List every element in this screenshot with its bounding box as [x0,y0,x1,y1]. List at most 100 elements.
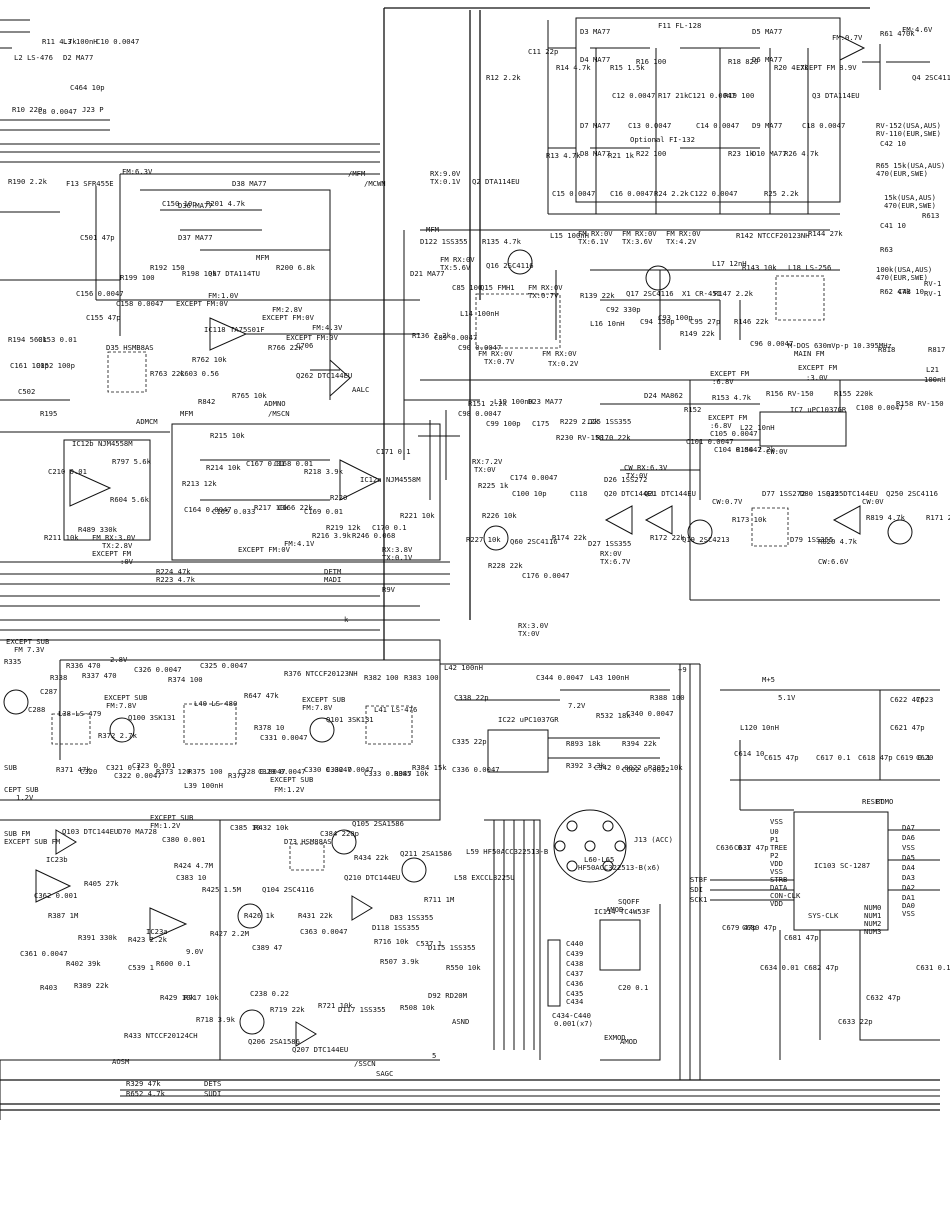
component-label: R219 12k [326,523,361,532]
component-label: R392 3.3k [566,761,606,770]
component-label: C631 0.1 [916,963,950,972]
component-label: VDD [770,859,783,868]
component-label: C363 0.0047 [300,927,348,936]
component-label: R149 22k [680,329,715,338]
component-label: R158 RV-150 [896,399,944,408]
component-label: R63 [880,245,893,254]
component-label: MADI [324,575,341,584]
component-label: R215 10k [210,431,245,440]
component-label: TX:2.8V [102,541,133,550]
component-label: C706 [296,341,313,350]
component-label: EXCEPT SUB [150,813,193,822]
component-label: C330 0.0047 [304,765,352,774]
component-label: R394 22k [622,739,657,748]
component-label: R426 1k [244,911,275,920]
component-label: 100nH [924,375,946,384]
component-label: ASND [452,1017,469,1026]
component-label: :6.8V [712,377,734,386]
component-label: R424 4.7M [174,861,214,870]
component-label: C437 [566,969,583,978]
component-label: VSS [770,817,783,826]
component-label: 1.2V [16,793,34,802]
component-label: DETS [204,1079,221,1088]
component-label: Q211 2SA1586 [400,849,452,858]
component-label: R765 10k [232,391,267,400]
component-label: EXCEPT SUB [302,695,345,704]
component-label: C636 0.1 [716,843,751,852]
component-label: R375 100 [188,767,223,776]
component-label: EXCEPT SUB FM [4,837,61,846]
component-label: /SSCN [354,1059,376,1068]
component-label: R225 1k [478,481,509,490]
component-label: C15 0.0047 [552,189,595,198]
component-label: D83 1SS355 [390,913,433,922]
component-label: TX:0.7V [484,357,515,366]
component-label: RX:7.2V [472,457,503,466]
component-label: D35 HSMB8AS [106,343,154,352]
component-label: D23 MA77 [528,397,563,406]
component-label: C438 [566,959,583,968]
component-label: 15k(USA,AUS) [884,193,936,202]
component-label: CW:0V [766,447,788,456]
component-label: :6.8V [710,421,732,430]
component-label: MFM [256,253,270,262]
component-label: C336 0.0047 [452,765,500,774]
component-label: Q105 2SA1586 [352,819,404,828]
component-label: CEPT SUB [4,785,39,794]
component-label: C618 47p [858,753,893,762]
component-label: Q2 DTA114EU [472,177,520,186]
component-label: R24 2.2k [654,189,689,198]
component-label: FM:1.2V [150,821,181,830]
component-label: STRB [770,875,787,884]
component-label: C170 0.1 [372,523,407,532]
component-label: Q4 2SC4116 [912,73,950,82]
component-label: TX:5.6V [440,263,471,272]
component-label: FM RX:0V [666,229,701,238]
component-label: IC114 TC4W53F [594,907,650,916]
component-label: C439 [566,949,583,958]
component-label: Q207 DTC144EU [292,1045,348,1054]
component-label: SAGC [376,1069,393,1078]
component-label: R217 10k [254,503,289,512]
component-label: L18 LS-256 [788,263,831,272]
component-label: Q100 3SK131 [128,713,176,722]
wiring [0,7,940,1120]
component-label: SQOFF [618,897,640,906]
component-label: D24 MA862 [644,391,683,400]
component-label: C322 0.0047 [114,771,162,780]
component-label: FM RX:0V [440,255,475,264]
component-label: DA6 [902,833,915,842]
component-label: R20 4.7k [774,63,809,72]
component-label: C41 10 [880,221,906,230]
component-label: R378 10 [254,723,284,732]
component-label: R718 3.9k [196,1015,236,1024]
component-label: CW RX:6.3V [624,463,668,472]
component-label: C100 10p [512,489,547,498]
component-label: DA4 [902,863,915,872]
component-label: R201 4.7k [206,199,246,208]
component-label: VDD [770,899,783,908]
component-label: L60-L65 [584,855,614,864]
component-label: 470(EUR,SWE) [884,201,936,210]
component-label: C385 10 [230,823,260,832]
component-label: R820 4.7k [818,537,858,546]
component-label: R9V [382,585,396,594]
component-label: EXCEPT FM:0V [262,313,315,322]
component-label: L42 100nH [444,663,483,672]
component-label: R226 10k [482,511,517,520]
component-label: R373 120 [156,767,191,776]
component-label: C681 47p [784,933,819,942]
component-label: R335 [4,657,21,666]
component-label: /MCWN [364,179,386,188]
component-label: D8 MA77 [580,149,610,158]
component-label: X1 CR-451 [682,289,721,298]
component-label: L120 10nH [740,723,779,732]
component-label: R21 1k [608,151,635,160]
component-label: R389 22k [74,981,109,990]
component-label: C18 0.0047 [802,121,845,130]
component-label: RX:3.0V [518,621,549,630]
component-label: Q21 DTC144EU [644,489,696,498]
component-label: R716 10k [374,937,409,946]
component-label: C158 0.0047 [116,299,164,308]
